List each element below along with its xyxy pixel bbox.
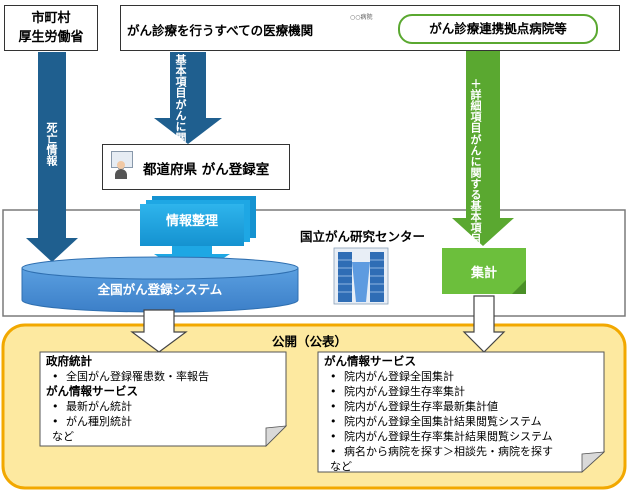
registry-office-label: 都道府県 がん登録室 (143, 162, 270, 178)
basic-items-arrow (154, 52, 222, 144)
ncc-frame (2, 209, 626, 317)
municipality-label: 市町村 (31, 11, 71, 26)
left-doc-content: 政府統計 全国がん登録罹患数・率報告 がん情報サービス 最新がん統計 がん種別統… (40, 354, 284, 444)
national-system-label: 全国がん登録システム (97, 282, 223, 297)
publication-label: 公開（公表） (272, 334, 348, 349)
all-institutions-label: がん診療を行うすべての医療機関 (127, 23, 314, 38)
mhlw-label: 厚生労働省 (18, 30, 84, 45)
computer-user-icon (109, 151, 135, 183)
left-doc-item: 全国がん登録罹患数・率報告 (40, 369, 284, 384)
death-info-arrow (26, 52, 78, 262)
left-doc-tail: など (52, 430, 74, 443)
aggregation-to-publication-arrow (462, 295, 506, 353)
info-sheet-front (140, 204, 244, 246)
detailed-items-line1: がんに関する基本項目 (469, 134, 482, 244)
right-doc-tail: など (330, 460, 352, 473)
national-system-cylinder-top (21, 256, 299, 280)
ncc-building-icon (333, 247, 389, 305)
left-doc-item: 最新がん統計 (40, 399, 284, 414)
detailed-items-line2: ＋詳細項目 (469, 78, 482, 133)
core-hospitals-label: がん診療連携拠点病院等 (429, 21, 567, 36)
right-doc-item: 病名から病院を探す＞相談先・病院を探す (318, 444, 602, 459)
core-hospitals-box: がん診療連携拠点病院等 (398, 14, 598, 44)
left-doc-section-title: がん情報サービス (46, 384, 138, 398)
right-doc-title: がん情報サービス (324, 354, 416, 368)
ncc-label: 国立がん研究センター (300, 229, 426, 244)
aggregation-label: 集計 (470, 266, 497, 281)
aggregation-fold (512, 280, 526, 294)
info-arrangement-label: 情報整理 (165, 214, 218, 229)
municipality-mhlw-box: 市町村 厚生労働省 (4, 5, 98, 51)
left-doc-item: がん種別統計 (40, 414, 284, 429)
basic-items-line2: 基本項目 (174, 54, 187, 98)
system-to-publication-arrow (130, 309, 188, 353)
registry-office-box: 都道府県 がん登録室 (102, 144, 290, 190)
left-doc-section-title: 政府統計 (46, 354, 92, 368)
right-doc-content: がん情報サービス 院内がん登録全国集計 院内がん登録生存率集計 院内がん登録生存… (318, 354, 602, 474)
aggregation-box (442, 248, 526, 294)
right-doc-item: 院内がん登録生存率集計 (318, 384, 602, 399)
right-doc-item: 院内がん登録生存率最新集計値 (318, 399, 602, 414)
right-doc-item: 院内がん登録全国集計結果閲覧システム (318, 414, 602, 429)
right-doc-item: 院内がん登録生存率集計結果閲覧システム (318, 429, 602, 444)
hospital-badge-label: ○○病院 (350, 14, 373, 21)
detailed-items-arrow (452, 40, 514, 246)
right-doc-item: 院内がん登録全国集計 (318, 369, 602, 384)
death-info-text: 死亡情報 (45, 122, 58, 166)
detailed-items-text: がんに関する基本項目 ＋詳細項目 (469, 78, 482, 244)
